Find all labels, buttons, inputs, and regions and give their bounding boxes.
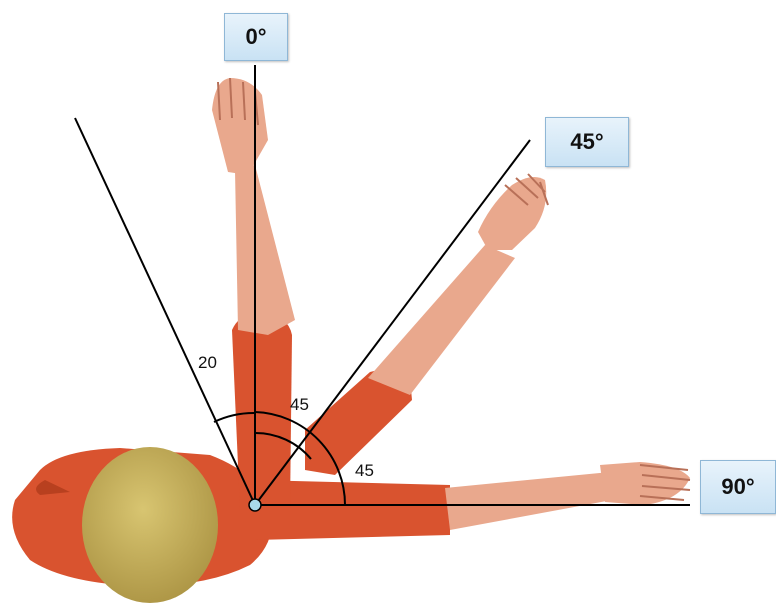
shoulder-pivot xyxy=(249,499,261,511)
angle-label-abduction: 45 xyxy=(355,461,374,480)
angle-label-backward: 20 xyxy=(198,353,217,372)
arm-90-degrees xyxy=(255,462,690,540)
angle-label-front-flexion: 45 xyxy=(290,395,309,414)
arm-0-degrees xyxy=(212,78,295,510)
head xyxy=(82,447,218,603)
label-90-degrees: 90° xyxy=(700,460,776,514)
line-backward xyxy=(75,118,255,505)
label-45-degrees: 45° xyxy=(545,117,629,167)
arm-45-degrees xyxy=(305,174,548,475)
label-0-degrees: 0° xyxy=(224,13,288,61)
line-45-degrees xyxy=(255,140,530,505)
